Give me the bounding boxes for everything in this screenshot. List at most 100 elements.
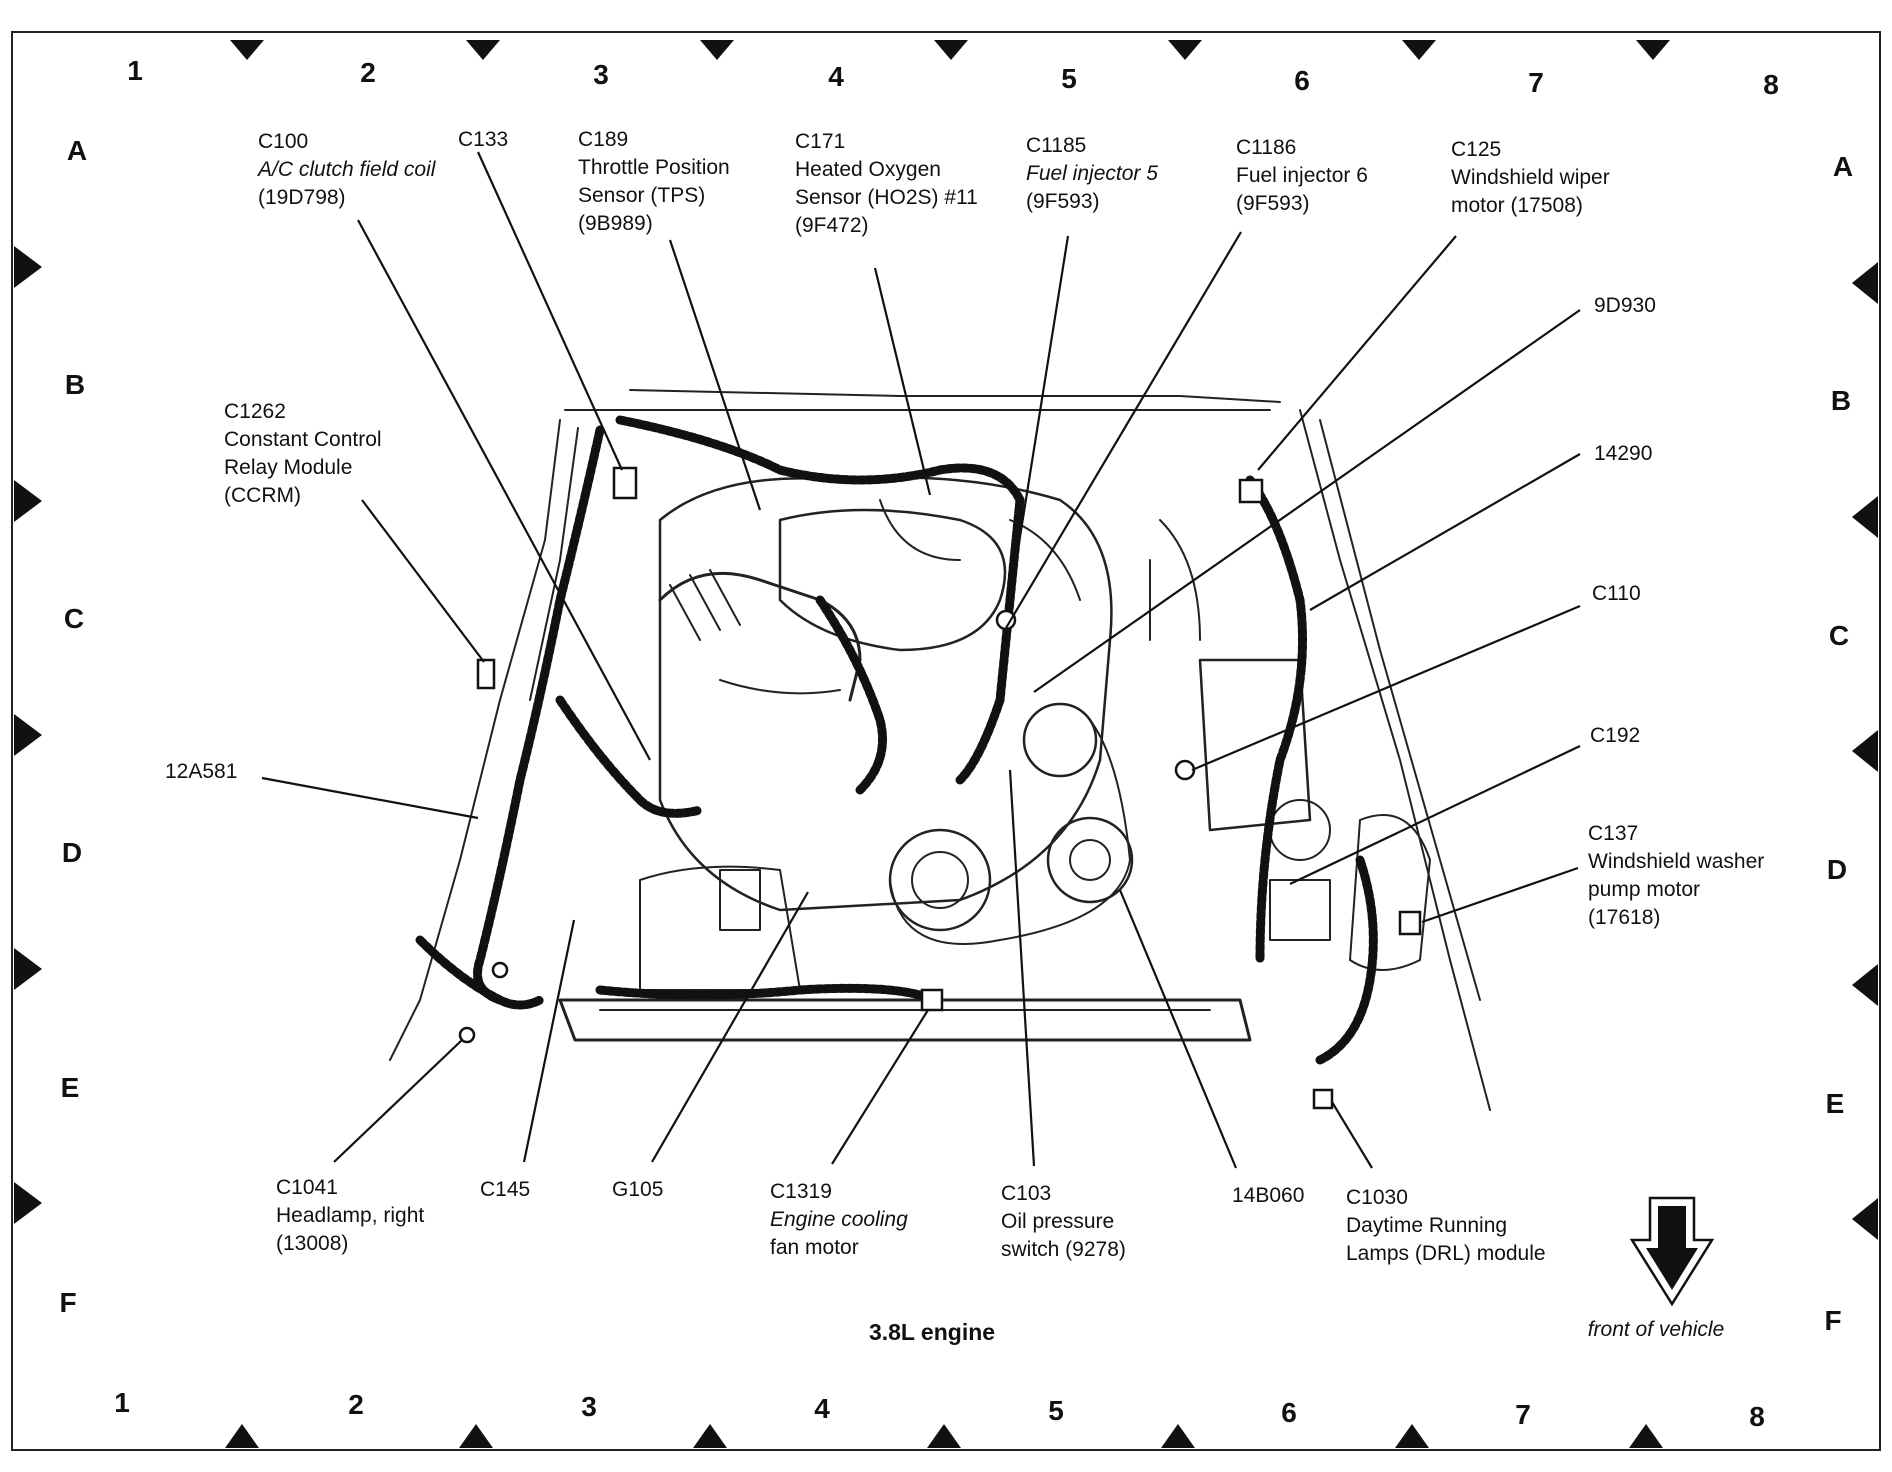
grid-col-top-3: 3 xyxy=(593,59,609,90)
grid-col-bottom-8: 8 xyxy=(1749,1401,1765,1432)
tick-left-e xyxy=(14,1182,42,1224)
leader-c1262 xyxy=(361,499,485,663)
tick-bottom-6 xyxy=(1395,1424,1429,1448)
leader-c137 xyxy=(1421,866,1579,924)
connector-c1030-body xyxy=(1312,1088,1334,1110)
harness-headlamp xyxy=(415,935,545,1010)
grid-column-labels-bottom: 1 2 3 4 5 6 7 8 xyxy=(114,1387,1765,1432)
leader-c103 xyxy=(1008,769,1036,1167)
right-fender-line xyxy=(1299,409,1491,1111)
leader-c1030 xyxy=(1331,1101,1373,1169)
connector-c1185-body xyxy=(995,609,1017,631)
c1185-line-0: C1185 xyxy=(1026,134,1086,157)
tick-left-a xyxy=(14,246,42,288)
grid-col-bottom-2: 2 xyxy=(348,1389,364,1420)
c125-line-1: Windshield wiper xyxy=(1451,166,1610,189)
grid-row-right-b: B xyxy=(1831,385,1851,416)
grid-col-bottom-7: 7 xyxy=(1515,1399,1531,1430)
leader-14290 xyxy=(1309,453,1581,611)
grid-row-right-a: A xyxy=(1833,151,1853,182)
tick-top-1 xyxy=(230,40,264,60)
tick-bottom-1 xyxy=(225,1424,259,1448)
tick-right-c xyxy=(1852,730,1878,772)
callout-9d930: 9D930 xyxy=(1594,294,1656,317)
tick-left-b xyxy=(14,480,42,522)
battery-outline xyxy=(1198,658,1312,832)
tick-right-b xyxy=(1852,496,1878,538)
leader-g105 xyxy=(651,891,809,1163)
c1319-line-0: C1319 xyxy=(770,1180,832,1203)
grid-row-left-a: A xyxy=(67,135,87,166)
connector-c1319-body xyxy=(920,988,944,1012)
intake-ribs xyxy=(669,569,741,641)
front-arrow-icon xyxy=(1646,1206,1698,1290)
grid-col-top-2: 2 xyxy=(360,57,376,88)
fan-motor-box xyxy=(719,869,761,931)
cowl-line xyxy=(629,389,1281,403)
grid-column-labels-top: 1 2 3 4 5 6 7 8 xyxy=(127,55,1779,100)
grid-col-bottom-3: 3 xyxy=(581,1391,597,1422)
front-of-vehicle-indicator: front of vehicle xyxy=(1588,1196,1725,1341)
c189-line-2: Sensor (TPS) xyxy=(578,184,705,207)
leader-lines xyxy=(261,151,1581,1169)
tick-right-d xyxy=(1852,964,1878,1006)
n14290-line-0: 14290 xyxy=(1594,442,1652,465)
leader-c1185 xyxy=(1006,235,1070,613)
tick-top-2 xyxy=(466,40,500,60)
n14b060-line-0: 14B060 xyxy=(1232,1184,1304,1207)
c1030-line-2: Lamps (DRL) module xyxy=(1346,1242,1546,1265)
grid-col-top-6: 6 xyxy=(1294,65,1310,96)
grid-row-right-c: C xyxy=(1829,620,1849,651)
grid-row-left-d: D xyxy=(62,837,82,868)
c1041-line-2: (13008) xyxy=(276,1232,348,1255)
c1186-line-1: Fuel injector 6 xyxy=(1236,164,1368,187)
connector-c137-body xyxy=(1398,910,1422,936)
leader-c171 xyxy=(873,267,932,496)
c137-line-0: C137 xyxy=(1588,822,1638,845)
c133-line-0: C133 xyxy=(458,128,508,151)
leader-9d930 xyxy=(1033,309,1581,693)
connector-c125-body xyxy=(1238,478,1264,504)
left-fender-line xyxy=(389,419,561,1061)
connector-c1262-body xyxy=(476,658,496,690)
tick-top-3 xyxy=(700,40,734,60)
leader-c189 xyxy=(668,239,762,511)
fan-shroud xyxy=(639,865,801,991)
front-of-vehicle-label: front of vehicle xyxy=(1588,1318,1725,1341)
grid-row-left-b: B xyxy=(65,369,85,400)
callout-c145: C145 xyxy=(480,1178,530,1201)
tick-top-4 xyxy=(934,40,968,60)
tick-bottom-2 xyxy=(459,1424,493,1448)
c171-line-3: (9F472) xyxy=(795,214,869,237)
tick-right-e xyxy=(1852,1198,1878,1240)
grid-col-top-1: 1 xyxy=(127,55,143,86)
tick-top-6 xyxy=(1402,40,1436,60)
harness-front xyxy=(595,983,925,1000)
grid-row-left-e: E xyxy=(61,1072,80,1103)
n12a581-line-0: 12A581 xyxy=(165,760,237,783)
leader-c145 xyxy=(522,919,576,1163)
leader-c1186 xyxy=(1005,231,1242,629)
c137-line-3: (17618) xyxy=(1588,906,1660,929)
g105-line-0: G105 xyxy=(612,1178,663,1201)
c1030-line-0: C1030 xyxy=(1346,1186,1408,1209)
right-bank-details xyxy=(1149,519,1201,641)
c1319-line-2: fan motor xyxy=(770,1236,859,1259)
c1262-line-0: C1262 xyxy=(224,400,286,423)
grid-row-right-d: D xyxy=(1827,854,1847,885)
grid-row-left-c: C xyxy=(64,603,84,634)
c1185-line-1: Fuel injector 5 xyxy=(1026,162,1158,185)
c137-line-2: pump motor xyxy=(1588,878,1700,901)
c1262-line-3: (CCRM) xyxy=(224,484,301,507)
grid-col-bottom-6: 6 xyxy=(1281,1397,1297,1428)
tick-left-d xyxy=(14,948,42,990)
leader-c1041 xyxy=(333,1039,463,1163)
tick-top-7 xyxy=(1636,40,1670,60)
connector-c133-body xyxy=(612,466,638,500)
callout-c110: C110 xyxy=(1592,582,1641,605)
